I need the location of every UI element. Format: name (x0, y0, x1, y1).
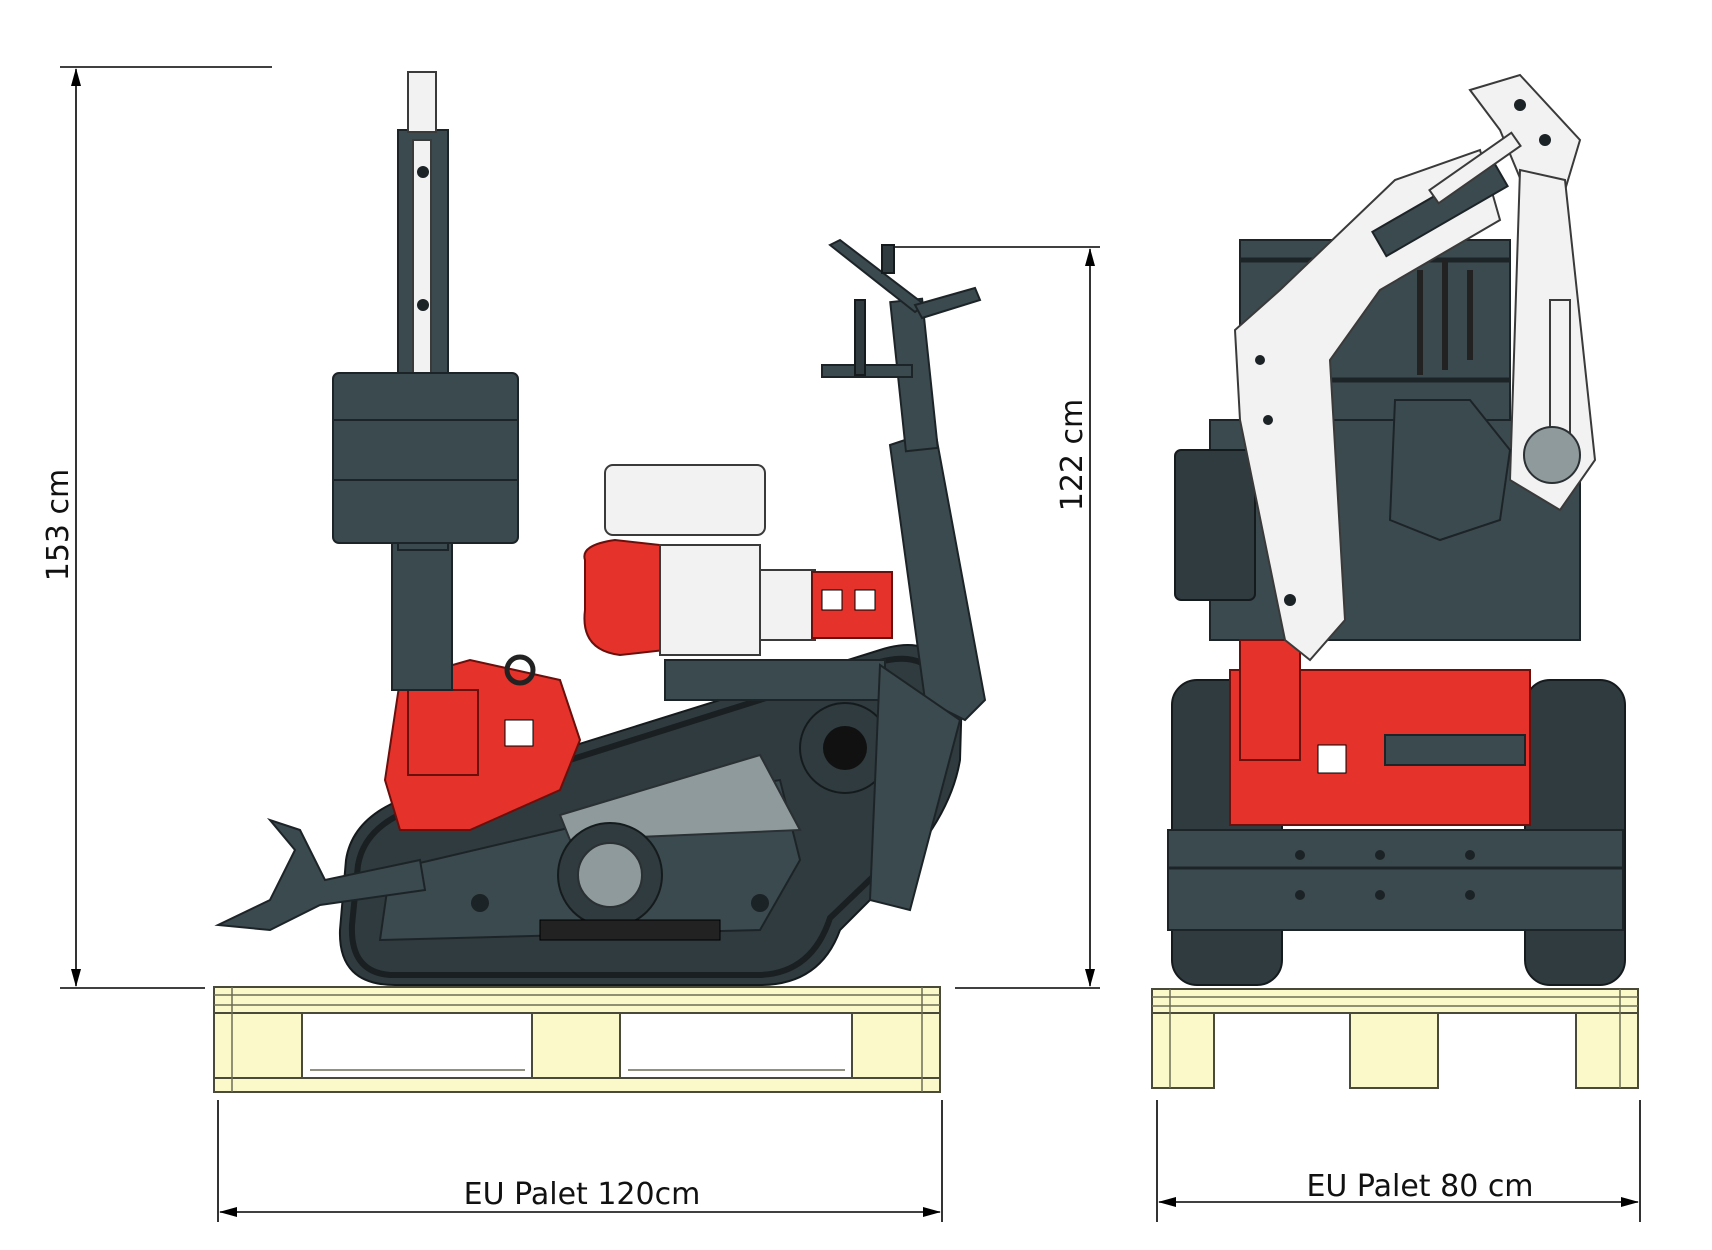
lifting-eye (504, 654, 536, 686)
hydraulic-pump (759, 569, 816, 641)
operator-platform-strut (868, 663, 962, 912)
engine-front (1174, 449, 1256, 601)
control-knob (881, 244, 895, 274)
height-122-dimension: 122 cm (888, 246, 1100, 989)
swing-cylinder (1384, 734, 1526, 766)
eu-pallet-front-view (1151, 988, 1639, 1089)
fuel-tank (604, 464, 766, 536)
pallet-length-dimension: EU Palet 120cm (217, 1100, 943, 1222)
handlebar-left (828, 238, 927, 314)
boom-base (1239, 639, 1301, 761)
pallet-length-label: EU Palet 120cm (464, 1177, 701, 1212)
dozer-blade (214, 817, 427, 932)
control-lever-bar (821, 364, 913, 378)
control-lever (854, 299, 866, 376)
engine-block (659, 544, 761, 656)
dozer-blade-front (1167, 829, 1624, 931)
bucket-pivot (1523, 426, 1581, 484)
engine-recoil-cover (583, 538, 667, 657)
bucket-front (1388, 399, 1512, 542)
height-153-dimension: 153 cm (41, 66, 272, 989)
height-122-label: 122 cm (1055, 399, 1090, 512)
handlebar-right (913, 286, 982, 320)
engine-mount (664, 659, 886, 701)
pallet-width-dimension: EU Palet 80 cm (1156, 1100, 1641, 1222)
height-153-label: 153 cm (41, 469, 76, 582)
bucket (332, 372, 519, 544)
hydraulic-block (407, 689, 479, 776)
mini-excavator-side-view (214, 71, 987, 986)
arm-cylinder (407, 71, 437, 133)
eu-pallet-side-view (213, 986, 941, 1093)
brand-plate (539, 919, 721, 941)
boom-lower (391, 539, 453, 691)
boom-cylinder-rod (1428, 131, 1522, 205)
track-cover-panel (558, 753, 802, 842)
pallet-width-label: EU Palet 80 cm (1306, 1169, 1533, 1204)
mini-excavator-front-view (1167, 73, 1626, 986)
